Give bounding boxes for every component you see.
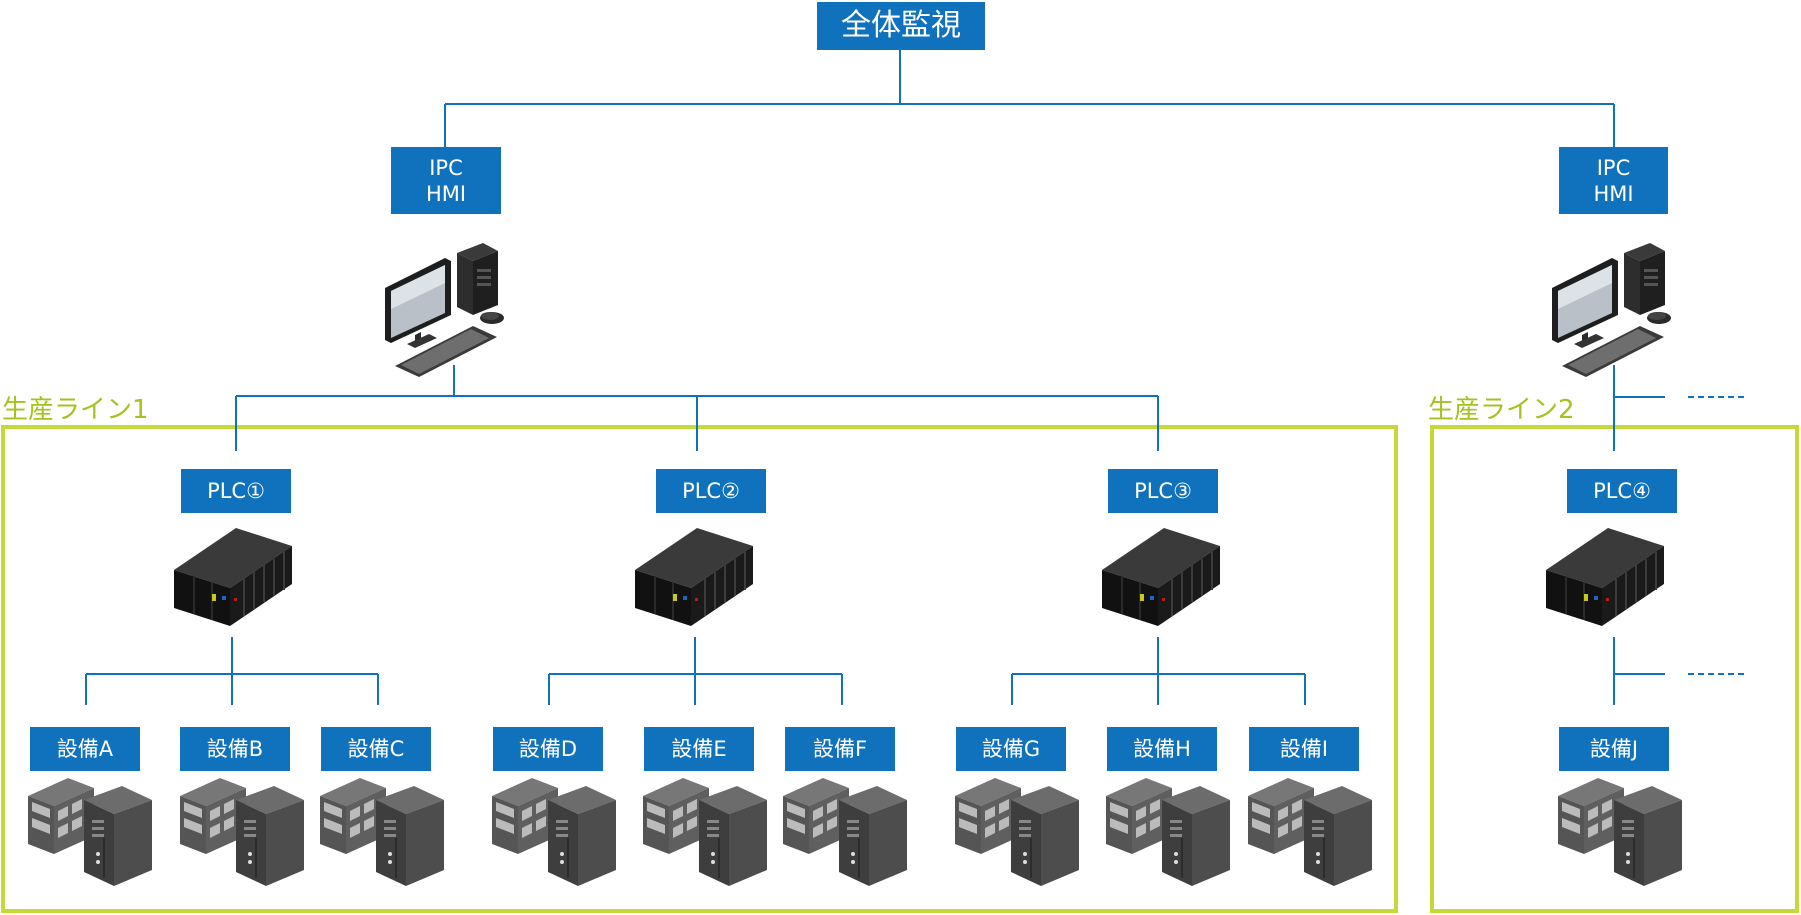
equipment-unit-icon <box>491 777 617 887</box>
equipment-box-b: 設備B <box>180 727 290 771</box>
ipc-hmi-box-2: IPC HMI <box>1559 147 1668 214</box>
equipment-box-h: 設備H <box>1107 727 1217 771</box>
equipment-box-e: 設備E <box>644 727 754 771</box>
production-line-1-label: 生産ライン1 <box>2 395 149 425</box>
ipc-computer-icon <box>385 243 504 377</box>
ipc-computer-icon <box>1552 243 1671 377</box>
plc-box-3: PLC③ <box>1108 469 1218 513</box>
equipment-unit-icon <box>954 777 1080 887</box>
production-line-2-label: 生産ライン2 <box>1428 395 1575 425</box>
equipment-unit-icon <box>1557 777 1683 887</box>
plc-box-1: PLC① <box>181 469 291 513</box>
plc-box-4: PLC④ <box>1567 469 1677 513</box>
equipment-box-d: 設備D <box>493 727 603 771</box>
equipment-box-f: 設備F <box>785 727 895 771</box>
equipment-box-j: 設備J <box>1559 727 1669 771</box>
equipment-box-g: 設備G <box>956 727 1066 771</box>
equipment-unit-icon <box>642 777 768 887</box>
equipment-box-i: 設備I <box>1249 727 1359 771</box>
connectors <box>85 50 1748 705</box>
production-line-1-frame <box>1 425 1398 913</box>
equipment-box-a: 設備A <box>30 727 140 771</box>
plc-box-2: PLC② <box>656 469 766 513</box>
plc-rack-icon <box>1101 527 1221 627</box>
plc-rack-icon <box>173 527 293 627</box>
equipment-unit-icon <box>179 777 305 887</box>
equipment-unit-icon <box>1105 777 1231 887</box>
overall-monitoring-box: 全体監視 <box>817 2 985 50</box>
equipment-unit-icon <box>319 777 445 887</box>
equipment-unit-icon <box>782 777 908 887</box>
equipment-unit-icon <box>27 777 153 887</box>
equipment-unit-icon <box>1247 777 1373 887</box>
ipc-hmi-box-1: IPC HMI <box>391 147 501 214</box>
equipment-box-c: 設備C <box>321 727 431 771</box>
plc-rack-icon <box>1545 527 1665 627</box>
plc-rack-icon <box>634 527 754 627</box>
